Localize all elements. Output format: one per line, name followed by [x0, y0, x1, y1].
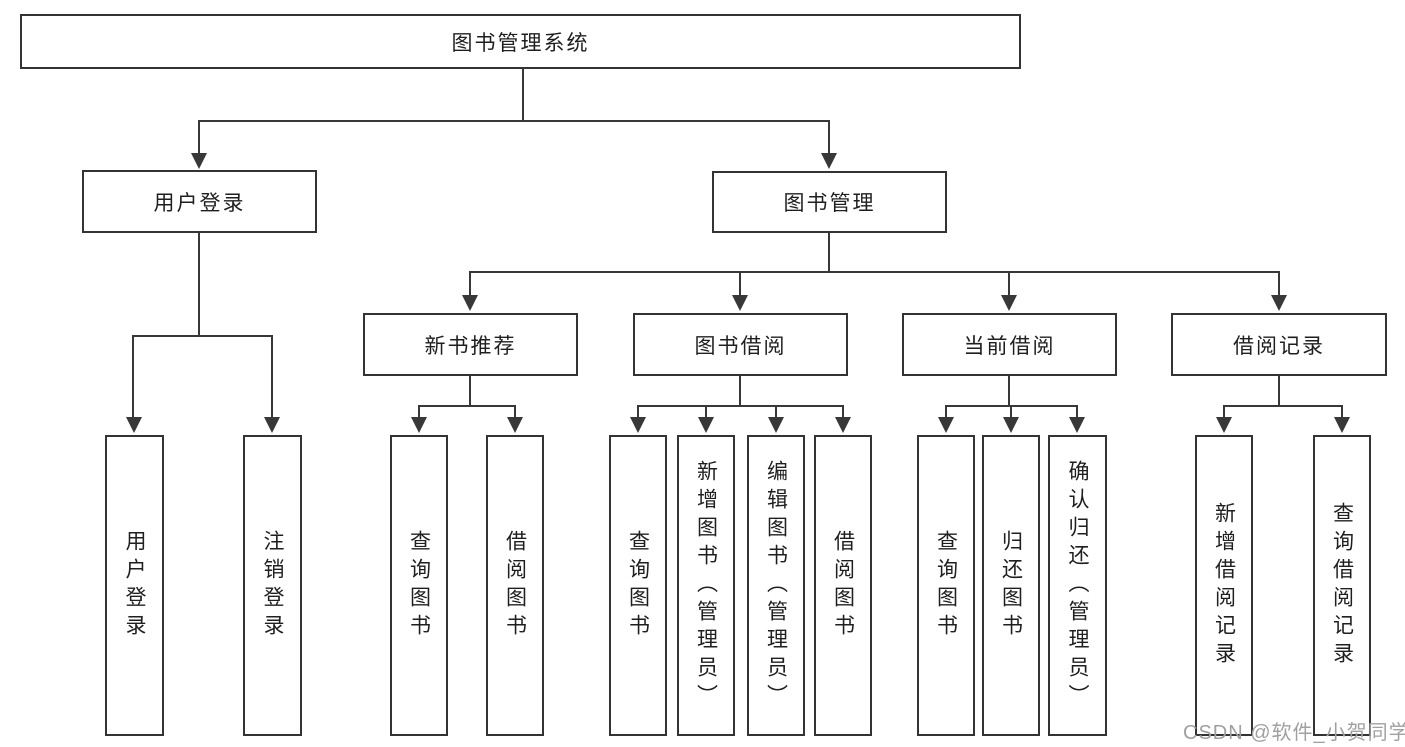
connector-login-stem — [198, 233, 200, 337]
arrow-down-icon — [462, 295, 478, 311]
arrow-down-icon — [698, 417, 714, 433]
arrow-down-icon — [1001, 295, 1017, 311]
arrow-down-icon — [768, 417, 784, 433]
leaf-current-query-books: 查询图书 — [917, 435, 975, 736]
connector-records-drop — [1341, 405, 1343, 418]
arrow-down-icon — [732, 295, 748, 311]
leaf-user-login: 用户登录 — [105, 435, 164, 736]
connector-records-crossbar — [1223, 405, 1343, 407]
node-current-borrow: 当前借阅 — [902, 313, 1117, 376]
connector-records-drop — [1223, 405, 1225, 418]
leaf-current-return-books: 归还图书 — [982, 435, 1040, 736]
connector-borrow-drop — [705, 405, 707, 418]
connector-current-drop — [1010, 405, 1012, 418]
connector-borrow-drop — [775, 405, 777, 418]
connector-management-drop — [1278, 271, 1280, 296]
connector-recommend-drop — [418, 405, 420, 418]
arrow-down-icon — [835, 417, 851, 433]
arrow-down-icon — [1003, 417, 1019, 433]
leaf-current-confirm-return-admin: 确认归还（管理员） — [1048, 435, 1107, 736]
node-new-book-recommend: 新书推荐 — [363, 313, 578, 376]
node-book-borrow: 图书借阅 — [633, 313, 848, 376]
arrow-down-icon — [191, 153, 207, 169]
arrow-down-icon — [1334, 417, 1350, 433]
node-user-login: 用户登录 — [82, 170, 317, 233]
arrow-down-icon — [411, 417, 427, 433]
node-borrow-records: 借阅记录 — [1171, 313, 1387, 376]
leaf-records-query-record: 查询借阅记录 — [1313, 435, 1371, 736]
connector-root-crossbar — [198, 120, 830, 122]
connector-root-drop-right — [828, 120, 830, 154]
connector-recommend-stem — [469, 376, 471, 407]
leaf-borrow-borrow-books: 借阅图书 — [814, 435, 872, 736]
connector-borrow-stem — [739, 376, 741, 407]
csdn-watermark: CSDN @软件_小贺同学 — [1183, 722, 1405, 744]
arrow-down-icon — [264, 417, 280, 433]
arrow-down-icon — [507, 417, 523, 433]
connector-borrow-crossbar — [637, 405, 844, 407]
arrow-down-icon — [1216, 417, 1232, 433]
connector-management-crossbar — [469, 271, 1280, 273]
connector-current-drop — [945, 405, 947, 418]
connector-current-stem — [1008, 376, 1010, 407]
connector-management-drop — [469, 271, 471, 296]
leaf-logout: 注销登录 — [243, 435, 302, 736]
connector-management-drop — [739, 271, 741, 296]
leaf-borrow-edit-books-admin: 编辑图书（管理员） — [747, 435, 805, 736]
connector-records-stem — [1278, 376, 1280, 407]
arrow-down-icon — [1271, 295, 1287, 311]
connector-login-crossbar — [132, 335, 273, 337]
connector-root-stem — [522, 69, 524, 122]
connector-borrow-drop — [637, 405, 639, 418]
connector-current-drop — [1076, 405, 1078, 418]
connector-management-drop — [1008, 271, 1010, 296]
arrow-down-icon — [126, 417, 142, 433]
arrow-down-icon — [1069, 417, 1085, 433]
connector-login-drop — [271, 335, 273, 418]
connector-root-drop-left — [198, 120, 200, 154]
leaf-recommend-borrow-books: 借阅图书 — [486, 435, 544, 736]
node-book-management: 图书管理 — [712, 171, 947, 233]
leaf-records-add-record: 新增借阅记录 — [1195, 435, 1253, 736]
arrow-down-icon — [938, 417, 954, 433]
leaf-borrow-query-books: 查询图书 — [609, 435, 667, 736]
leaf-borrow-add-books-admin: 新增图书（管理员） — [677, 435, 735, 736]
connector-management-stem — [828, 233, 830, 273]
connector-borrow-drop — [842, 405, 844, 418]
arrow-down-icon — [630, 417, 646, 433]
arrow-down-icon — [821, 153, 837, 169]
connector-recommend-drop — [514, 405, 516, 418]
connector-login-drop — [132, 335, 134, 418]
leaf-recommend-query-books: 查询图书 — [390, 435, 448, 736]
connector-recommend-crossbar — [418, 405, 516, 407]
node-root-library-system: 图书管理系统 — [20, 14, 1021, 69]
